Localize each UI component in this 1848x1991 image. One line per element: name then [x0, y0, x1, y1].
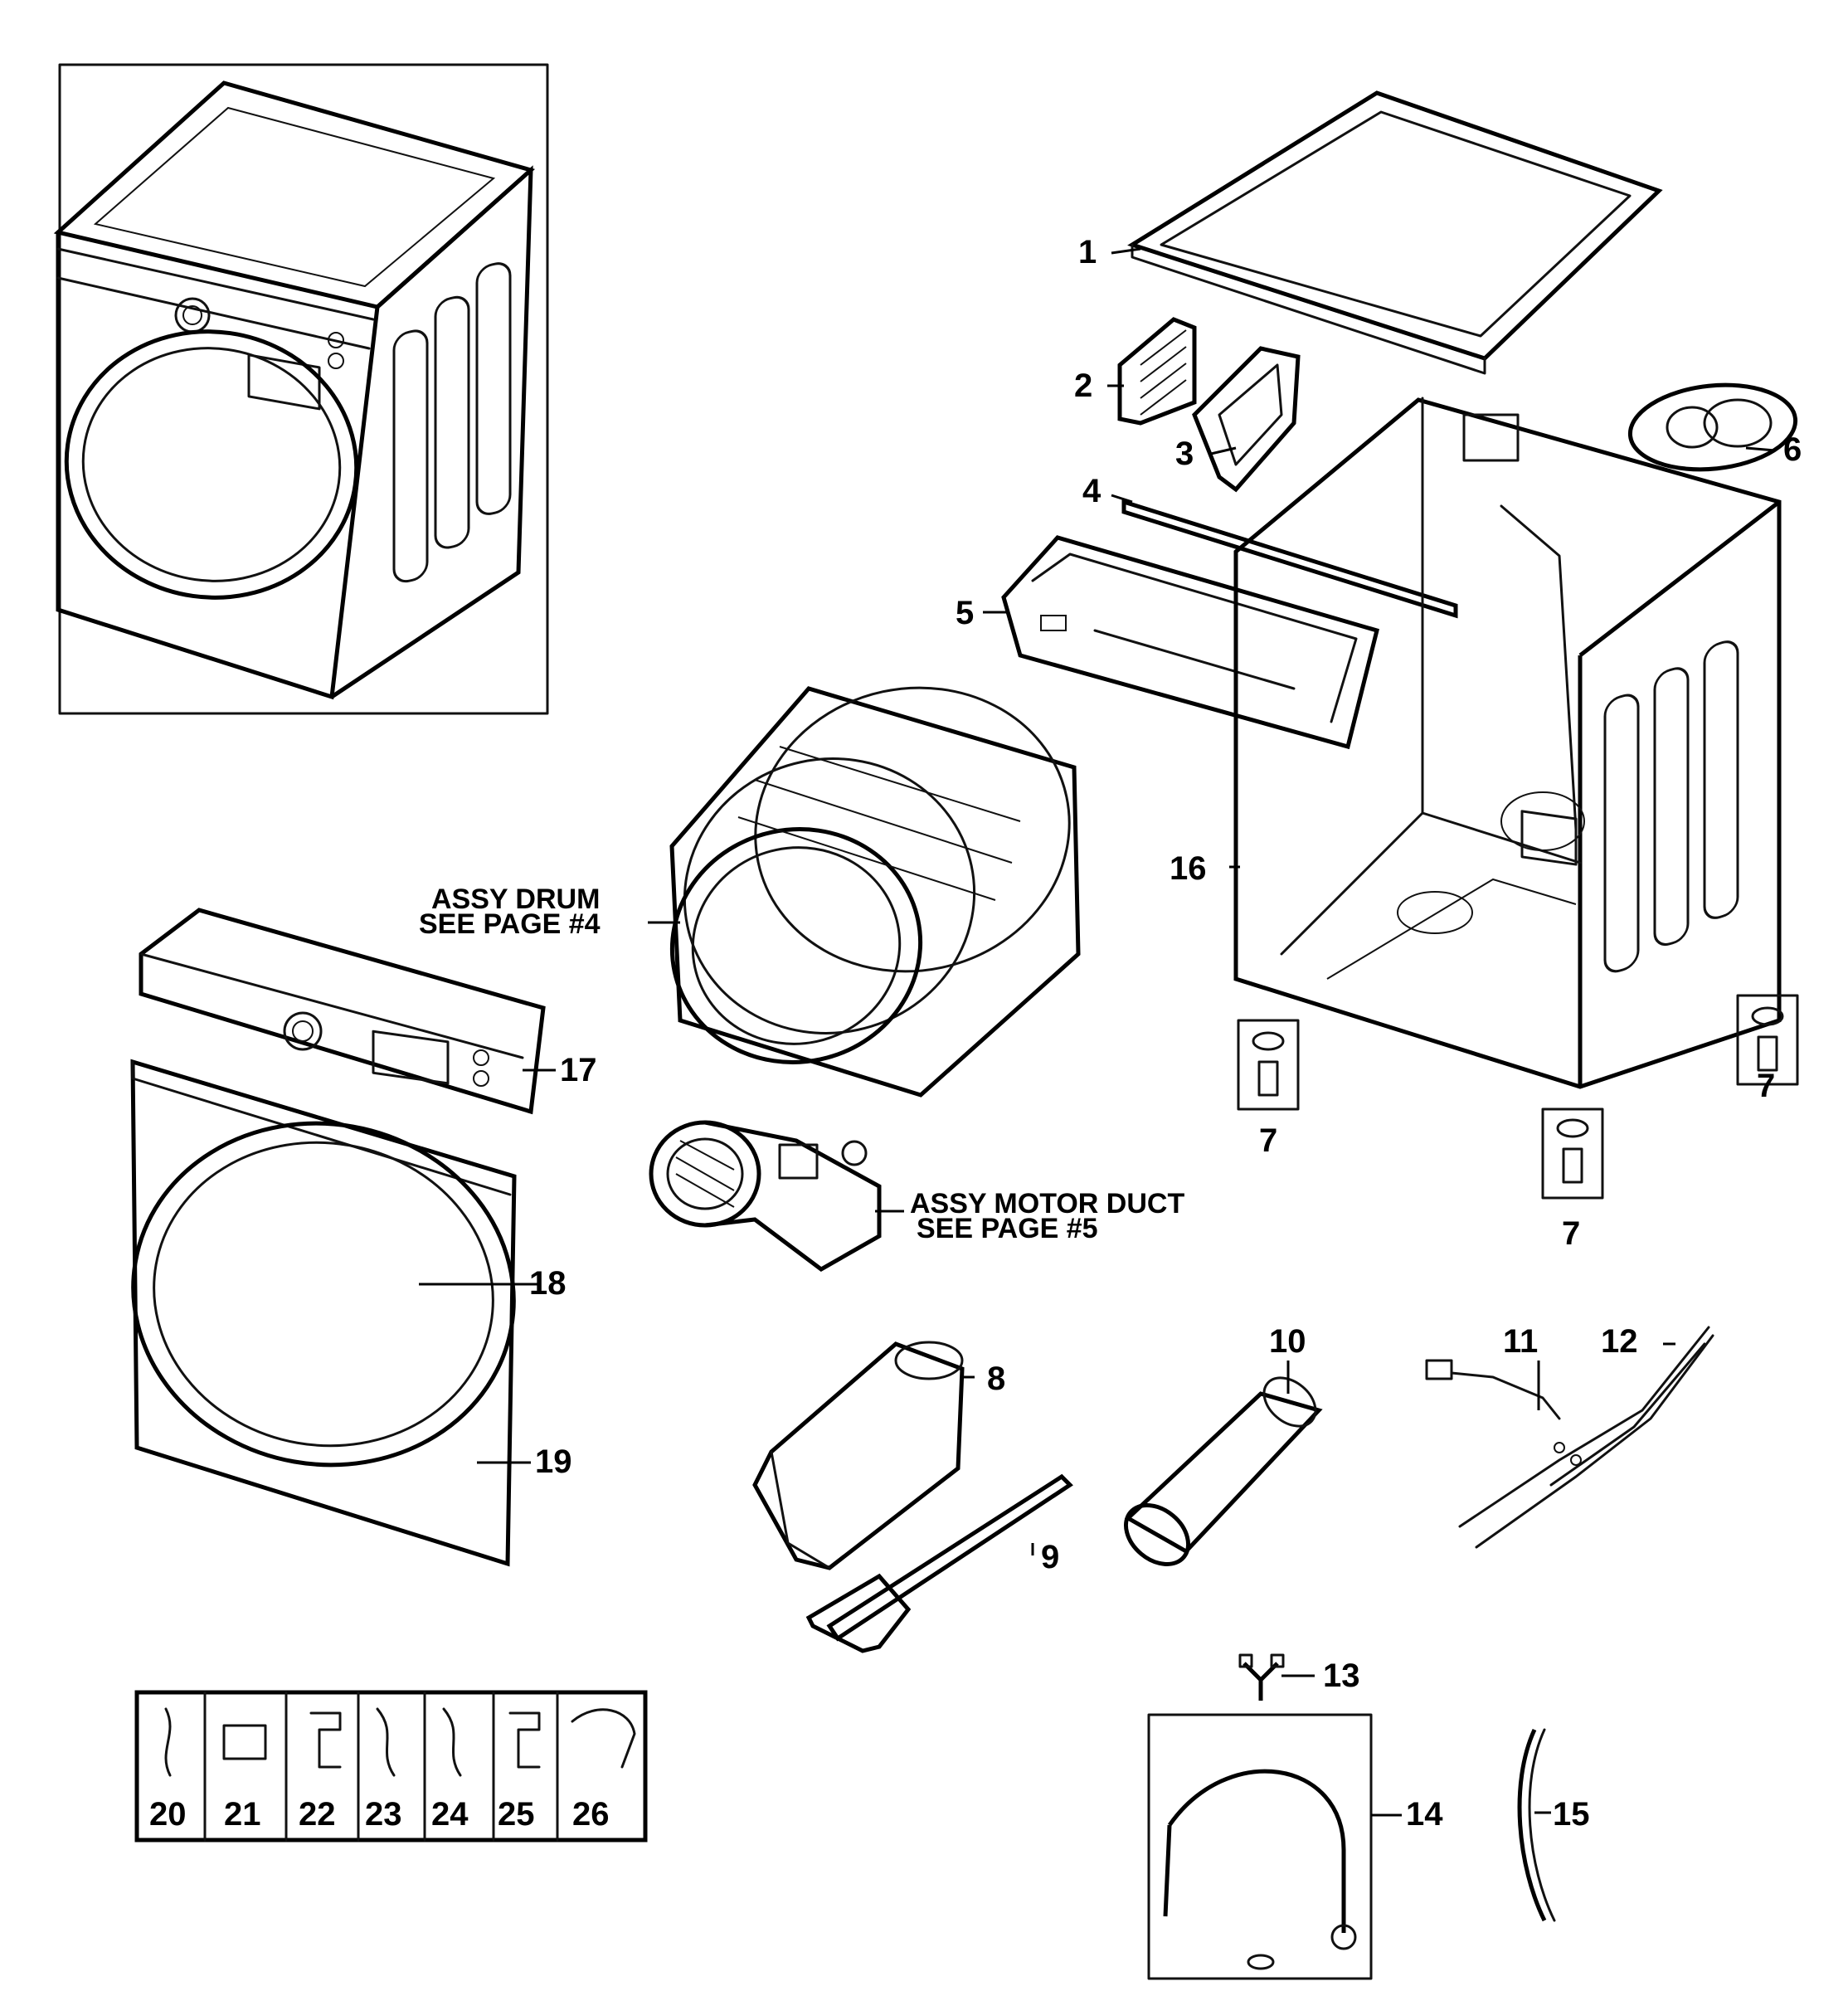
part-label-18: 18 [529, 1265, 567, 1302]
part-label-7c: 7 [1757, 1068, 1775, 1104]
front-panel-part [130, 1059, 517, 1567]
rail-part [1121, 499, 1458, 619]
part-label-7b: 7 [1562, 1215, 1580, 1252]
part-label-12: 12 [1601, 1323, 1638, 1360]
cabinet-part [1233, 397, 1782, 1089]
drum-assembly-page-ref: SEE PAGE #4 [419, 908, 601, 940]
part-label-3: 3 [1175, 436, 1194, 472]
inlet-hose-part [1147, 1713, 1373, 1980]
bracket-part [1192, 346, 1301, 493]
leveling-foot-c [1736, 994, 1799, 1086]
assembly-reference-labels: ASSY DRUM SEE PAGE #4 ASSY MOTOR DUCT SE… [419, 884, 1184, 1244]
control-bracket-part [1001, 535, 1380, 750]
part-label-20: 20 [149, 1796, 187, 1833]
part-label-19: 19 [535, 1443, 572, 1480]
part-label-1: 1 [1078, 234, 1097, 270]
part-label-2: 2 [1074, 368, 1092, 404]
overview-dryer-illustration [53, 63, 549, 715]
part-label-5: 5 [956, 595, 974, 631]
filter-part [1117, 317, 1197, 426]
part-label-9: 9 [1041, 1539, 1059, 1575]
drum-assembly [669, 686, 1081, 1098]
power-cord-part [1425, 1359, 1561, 1420]
duct-seal-part [1627, 382, 1798, 472]
motor-duct-assembly-label: ASSY MOTOR DUCT [910, 1188, 1184, 1219]
part-number-labels: 1 2 3 4 5 6 7 7 7 8 9 10 11 12 13 14 15 … [149, 234, 1802, 1833]
clip-parts-table [134, 1690, 648, 1843]
part-label-24: 24 [431, 1796, 469, 1833]
part-label-4: 4 [1082, 473, 1102, 509]
part-label-8: 8 [987, 1361, 1005, 1397]
y-connector-part [1238, 1653, 1285, 1701]
part-label-22: 22 [299, 1796, 336, 1833]
part-label-10: 10 [1269, 1323, 1306, 1360]
drain-hose-part [1517, 1728, 1556, 1922]
part-label-14: 14 [1406, 1796, 1443, 1833]
part-label-11: 11 [1503, 1323, 1538, 1360]
part-label-23: 23 [365, 1796, 402, 1833]
top-panel-part [1127, 90, 1663, 375]
leveling-foot-b [1541, 1107, 1604, 1200]
part-label-17: 17 [560, 1052, 597, 1088]
part-label-15: 15 [1553, 1796, 1590, 1833]
wire-harness-part [1458, 1326, 1714, 1549]
part-label-26: 26 [572, 1796, 610, 1833]
heater-housing-part [752, 1341, 965, 1570]
part-label-16: 16 [1170, 850, 1207, 887]
door-part [131, 1121, 516, 1468]
part-label-25: 25 [498, 1796, 535, 1833]
part-label-13: 13 [1323, 1658, 1360, 1694]
part-label-7a: 7 [1259, 1122, 1277, 1159]
motor-duct-assembly-page-ref: SEE PAGE #5 [917, 1213, 1098, 1244]
part-label-21: 21 [224, 1796, 261, 1833]
leader-lines [419, 247, 1776, 1817]
drum-assembly-label: ASSY DRUM [431, 884, 600, 915]
duct-pipe-part [1123, 1376, 1323, 1566]
part-label-6: 6 [1783, 431, 1802, 468]
heater-element-part [805, 1473, 1073, 1653]
motor-duct-assembly [649, 1120, 882, 1272]
leveling-foot-a [1237, 1019, 1300, 1111]
control-panel-part [139, 908, 546, 1115]
